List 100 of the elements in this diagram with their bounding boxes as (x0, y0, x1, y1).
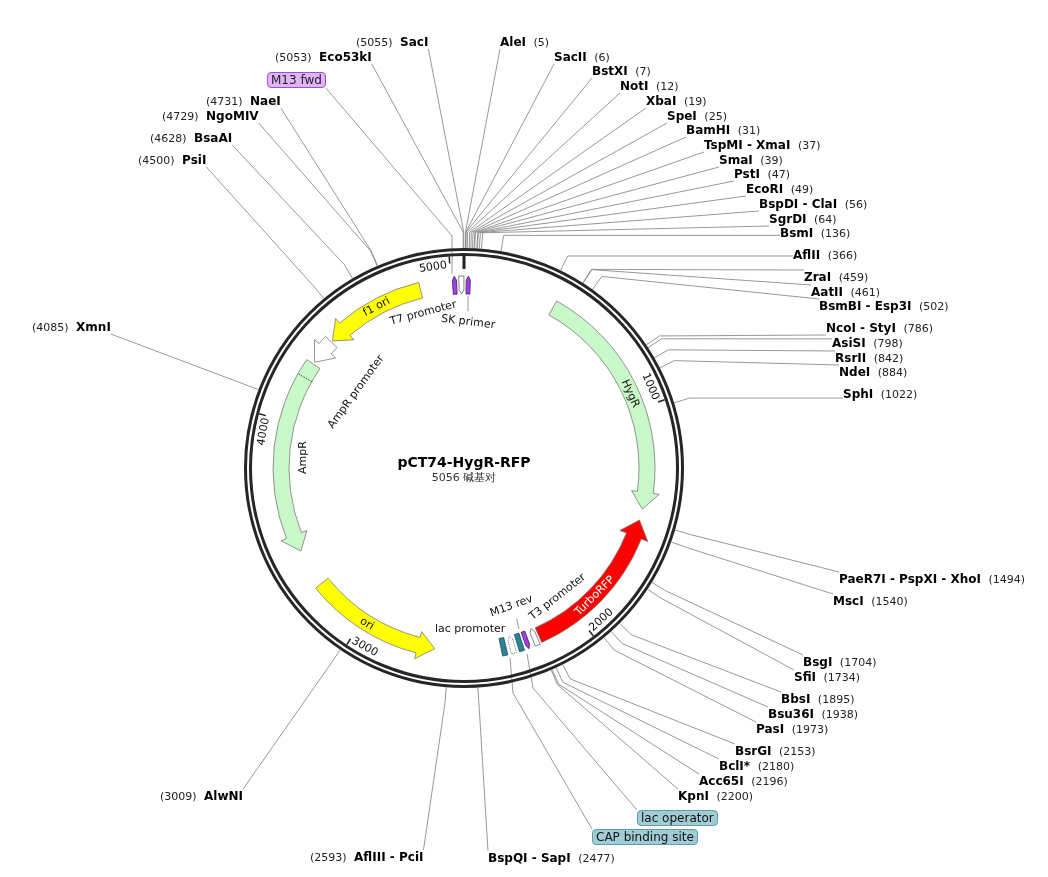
feature-tag: lac operator (637, 810, 718, 826)
leader-line (466, 92, 621, 249)
restriction-site-label: BbsI (1895) (781, 692, 855, 706)
leader-line (472, 136, 687, 249)
leader-line (645, 334, 827, 346)
leader-line (550, 669, 679, 790)
leader-line (258, 122, 378, 267)
restriction-site-label: Acc65I (2196) (699, 774, 788, 788)
leader-line (673, 397, 844, 404)
restriction-site-label: PstI (47) (734, 167, 791, 181)
leader-line (110, 333, 259, 391)
leader-line (465, 77, 593, 249)
leader-line (476, 195, 747, 249)
leader-line (474, 166, 720, 249)
restriction-site-label: SacII (6) (554, 50, 610, 64)
leader-line (325, 87, 453, 275)
leader-line (231, 144, 353, 279)
leader-line (551, 669, 700, 775)
restriction-site-label: ZraI (459) (804, 270, 869, 284)
restriction-site-label: SfiI (1734) (794, 670, 861, 684)
restriction-site-label: SpeI (25) (667, 109, 727, 123)
restriction-site-label: MscI (1540) (833, 594, 908, 608)
leader-line (560, 255, 794, 271)
leader-line (481, 225, 770, 250)
restriction-site-label: (5053) Eco53kI (275, 50, 372, 64)
restriction-site-label: NcoI - StyI (786) (826, 321, 933, 335)
leader-line (555, 667, 720, 760)
restriction-site-label: BstXI (7) (592, 64, 651, 78)
primer-marker (464, 274, 472, 296)
leader-line (674, 529, 840, 573)
restriction-site-label: SphI (1022) (843, 387, 918, 401)
restriction-site-label: BsmI (136) (780, 226, 851, 240)
restriction-site-label: AflII (366) (793, 248, 858, 262)
restriction-site-label: SgrDI (64) (769, 212, 837, 226)
feature-tag: M13 fwd (267, 72, 326, 88)
leader-line (509, 657, 593, 830)
restriction-site-label: EcoRI (49) (746, 182, 814, 196)
leader-line (468, 107, 647, 249)
leader-line (470, 122, 668, 249)
feature-tag: CAP binding site (592, 829, 698, 845)
restriction-site-label: RsrII (842) (835, 351, 904, 365)
restriction-site-label: BamHI (31) (686, 123, 761, 137)
leader-line (280, 107, 378, 267)
leader-line (603, 637, 757, 723)
primer-marker (519, 629, 532, 651)
restriction-site-label: Bsu36I (1938) (768, 707, 859, 721)
restriction-site-label: (4729) NgoMIV (162, 109, 259, 123)
restriction-site-label: (4085) XmnI (32, 320, 111, 334)
leader-line (653, 349, 836, 359)
binding-site-marker (497, 635, 510, 658)
binding-site-marker (512, 631, 527, 654)
leader-line (478, 210, 760, 249)
restriction-site-label: AsiSI (798) (832, 336, 903, 350)
leader-line (476, 180, 735, 249)
leader-line (582, 269, 812, 286)
restriction-site-label: SmaI (39) (719, 153, 783, 167)
restriction-site-label: (4500) PsiI (138, 153, 207, 167)
leader-line (516, 618, 520, 630)
leader-line (610, 631, 769, 708)
scale-label: 4000 (255, 417, 272, 447)
restriction-site-label: BsgI (1704) (803, 655, 877, 669)
restriction-site-label: KpnI (2200) (678, 789, 753, 803)
restriction-site-label: PasI (1973) (756, 722, 829, 736)
leader-line (467, 295, 469, 312)
leader-line (526, 653, 638, 811)
leader-line (423, 686, 447, 851)
leader-line (473, 151, 705, 249)
plasmid-name: pCT74-HygR-RFP (397, 454, 531, 470)
feature-label: AmpR (295, 440, 309, 474)
leader-line (647, 338, 833, 349)
primer-marker (450, 274, 459, 296)
restriction-site-label: BsmBI - Esp3I (502) (819, 299, 949, 313)
leader-line (659, 360, 840, 369)
restriction-site-label: AleI (5) (500, 35, 550, 49)
leader-line (562, 664, 736, 745)
restriction-site-label: (4731) NaeI (206, 94, 281, 108)
leader-line (592, 276, 820, 300)
restriction-site-label: PaeR7I - PspXI - XhoI (1494) (839, 572, 1026, 586)
plasmid-backbone (244, 248, 684, 688)
restriction-site-label: XbaI (19) (646, 94, 707, 108)
restriction-site-label: (5055) SacI (356, 35, 429, 49)
restriction-site-label: BsrGI (2153) (735, 744, 816, 758)
leader-line (582, 268, 805, 284)
restriction-site-label: BclI* (2180) (719, 759, 795, 773)
leader-line (670, 541, 834, 595)
leader-line (477, 687, 489, 852)
restriction-site-label: NdeI (884) (839, 365, 908, 379)
leader-line (651, 581, 804, 656)
leader-line (647, 588, 795, 671)
scale-label: 1000 (640, 371, 662, 402)
feature-label: ori (357, 613, 377, 633)
leader-line (619, 622, 782, 693)
restriction-site-label: (4628) BsaAI (150, 131, 233, 145)
feature-label: HygR (618, 376, 643, 410)
restriction-site-label: BspDI - ClaI (56) (759, 197, 868, 211)
leader-line (500, 234, 781, 252)
restriction-site-label: BspQI - SapI (2477) (488, 851, 615, 865)
scale-label: 5000 (418, 258, 449, 274)
restriction-site-label: TspMI - XmaI (37) (704, 138, 821, 152)
leader-line (242, 649, 341, 790)
